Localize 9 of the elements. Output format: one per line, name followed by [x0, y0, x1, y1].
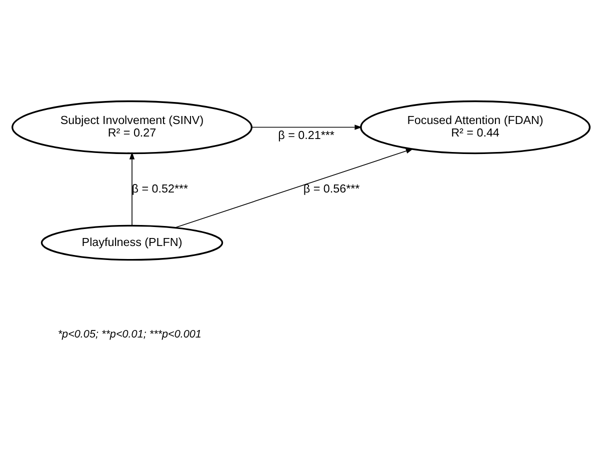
edge-label: β = 0.52***	[132, 182, 188, 196]
node-ellipse: Subject Involvement (SINV) R² = 0.27	[12, 100, 252, 154]
arrow	[129, 152, 135, 226]
arrow	[251, 124, 362, 130]
arrow	[174, 148, 414, 228]
label: *p<0.05; **p<0.01; ***p<0.001	[58, 328, 202, 341]
node-ellipse: Playfulness (PLFN)	[40, 224, 224, 261]
edge-label: β = 0.56***	[303, 182, 360, 196]
edge-label: β = 0.21***	[278, 129, 334, 142]
